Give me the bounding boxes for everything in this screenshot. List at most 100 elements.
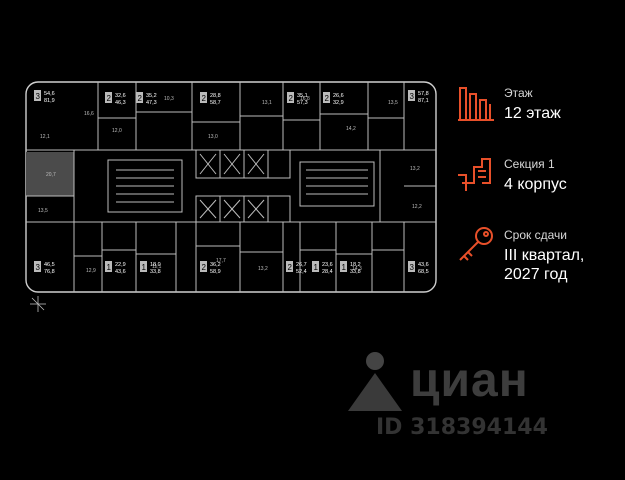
svg-text:33,8: 33,8 [350,269,361,275]
watermark: циан ID 318394144 [340,345,575,455]
svg-text:16,8: 16,8 [300,96,310,102]
svg-text:3: 3 [36,92,41,101]
apartment-label[interactable]: 2 32,6 46,3 [105,92,126,106]
delivery-value-line2: 2027 год [504,266,568,283]
svg-text:14,3: 14,3 [352,266,362,272]
apartment-label[interactable]: 3 54,6 81,9 [34,90,55,104]
apartment-label[interactable]: 2 26,6 32,9 [323,92,344,106]
floor-info: Этаж 12 этаж [456,82,561,123]
svg-text:46,5: 46,5 [44,262,55,268]
svg-text:14,2: 14,2 [346,126,356,132]
apartment-label[interactable]: 2 26,7 52,4 [286,261,307,275]
svg-text:13,0: 13,0 [208,134,218,140]
building-section-icon [458,158,491,191]
svg-text:2: 2 [107,94,112,103]
svg-text:43,6: 43,6 [418,262,429,268]
svg-text:32,6: 32,6 [115,93,126,99]
svg-text:17,7: 17,7 [216,258,226,264]
apartment-label[interactable]: 2 35,1 57,3 [287,92,308,106]
svg-text:23,6: 23,6 [322,262,333,268]
svg-text:18,0: 18,0 [150,262,161,268]
apartment-label[interactable]: 2 35,2 47,3 [136,92,157,106]
svg-text:3: 3 [36,263,41,272]
floors-icon [458,87,494,121]
svg-text:58,9: 58,9 [210,269,221,275]
apartment-label[interactable]: 1 23,6 28,4 [312,261,333,275]
svg-text:13,2: 13,2 [410,166,420,172]
svg-text:12,1: 12,1 [40,134,50,140]
svg-text:1: 1 [314,263,319,272]
apartment-label[interactable]: 3 46,5 76,8 [34,261,55,275]
apartment-label[interactable]: 1 22,9 43,6 [105,261,126,275]
svg-text:1: 1 [107,263,112,272]
delivery-label: Срок сдачи [504,228,567,242]
svg-text:3: 3 [410,92,415,101]
section-label: Секция 1 [504,157,555,171]
svg-text:13,2: 13,2 [258,266,268,272]
apartment-label[interactable]: 1 18,0 33,8 [140,261,161,275]
svg-text:57,3: 57,3 [297,100,308,106]
svg-text:52,4: 52,4 [296,269,307,275]
svg-text:3: 3 [410,263,415,272]
svg-text:13,5: 13,5 [38,208,48,214]
svg-text:2: 2 [202,94,207,103]
watermark-brand: циан [410,354,529,407]
apartment-label[interactable]: 2 28,8 58,7 [200,92,221,106]
svg-text:57,8: 57,8 [418,91,429,97]
apartment-label[interactable]: 1 18,2 33,8 [340,261,361,275]
key-icon [459,227,493,261]
compass-icon [30,296,46,312]
svg-text:1: 1 [342,263,347,272]
svg-text:2: 2 [138,94,143,103]
svg-text:58,7: 58,7 [210,100,221,106]
svg-text:47,3: 47,3 [146,100,157,106]
apartment-label[interactable]: 3 57,8 87,1 [408,90,429,104]
highlighted-unit [26,152,74,196]
svg-text:26,7: 26,7 [296,262,307,268]
room-area-labels: 16,6 12,0 10,3 13,0 13,1 16,8 14,2 13,5 12,1… [38,96,422,274]
svg-text:2: 2 [289,94,294,103]
floor-label: Этаж [504,86,533,100]
svg-text:13,1: 13,1 [262,100,272,106]
svg-text:13,5: 13,5 [388,100,398,106]
cian-logo-icon [348,352,402,411]
svg-text:43,6: 43,6 [115,269,126,275]
svg-text:28,8: 28,8 [210,93,221,99]
svg-text:26,6: 26,6 [333,93,344,99]
svg-text:16,6: 16,6 [84,111,94,117]
svg-text:10,3: 10,3 [164,96,174,102]
svg-text:12,0: 12,0 [112,128,122,134]
svg-text:35,1: 35,1 [297,93,308,99]
delivery-info: Срок сдачи III квартал, 2027 год [456,224,584,284]
svg-text:2: 2 [325,94,330,103]
svg-text:20,7: 20,7 [46,172,56,178]
svg-text:35,2: 35,2 [146,93,157,99]
apartment-labels-bottom: 3 46,5 76,8 1 22,9 43,6 1 18,0 33,8 2 36… [34,261,429,275]
svg-text:12,2: 12,2 [412,204,422,210]
floor-value: 12 этаж [504,105,561,122]
svg-text:68,5: 68,5 [418,269,429,275]
svg-text:32,9: 32,9 [333,100,344,106]
plan-walls [26,82,436,292]
apartment-labels-top: 3 54,6 81,9 2 32,6 46,3 2 35,2 47,3 2 28… [34,90,429,106]
svg-text:12,9: 12,9 [86,268,96,274]
svg-text:81,9: 81,9 [44,98,55,104]
svg-text:11,1: 11,1 [152,264,162,270]
apartment-label[interactable]: 2 36,2 58,9 [200,261,221,275]
svg-text:18,2: 18,2 [350,262,361,268]
svg-text:28,4: 28,4 [322,269,333,275]
delivery-value-line1: III квартал, [504,247,585,264]
svg-text:46,3: 46,3 [115,100,126,106]
section-value: 4 корпус [504,176,567,193]
svg-text:1: 1 [142,263,147,272]
svg-text:54,6: 54,6 [44,91,55,97]
svg-text:2: 2 [288,263,293,272]
apartment-label[interactable]: 3 43,6 68,5 [408,261,429,275]
floor-plan: 16,6 12,0 10,3 13,0 13,1 16,8 14,2 13,5 12,1… [25,81,437,312]
svg-text:2: 2 [202,263,207,272]
watermark-id: ID 318394144 [376,415,548,440]
svg-text:33,8: 33,8 [150,269,161,275]
svg-text:76,8: 76,8 [44,269,55,275]
svg-text:22,9: 22,9 [115,262,126,268]
section-info: Секция 1 4 корпус [456,153,567,194]
